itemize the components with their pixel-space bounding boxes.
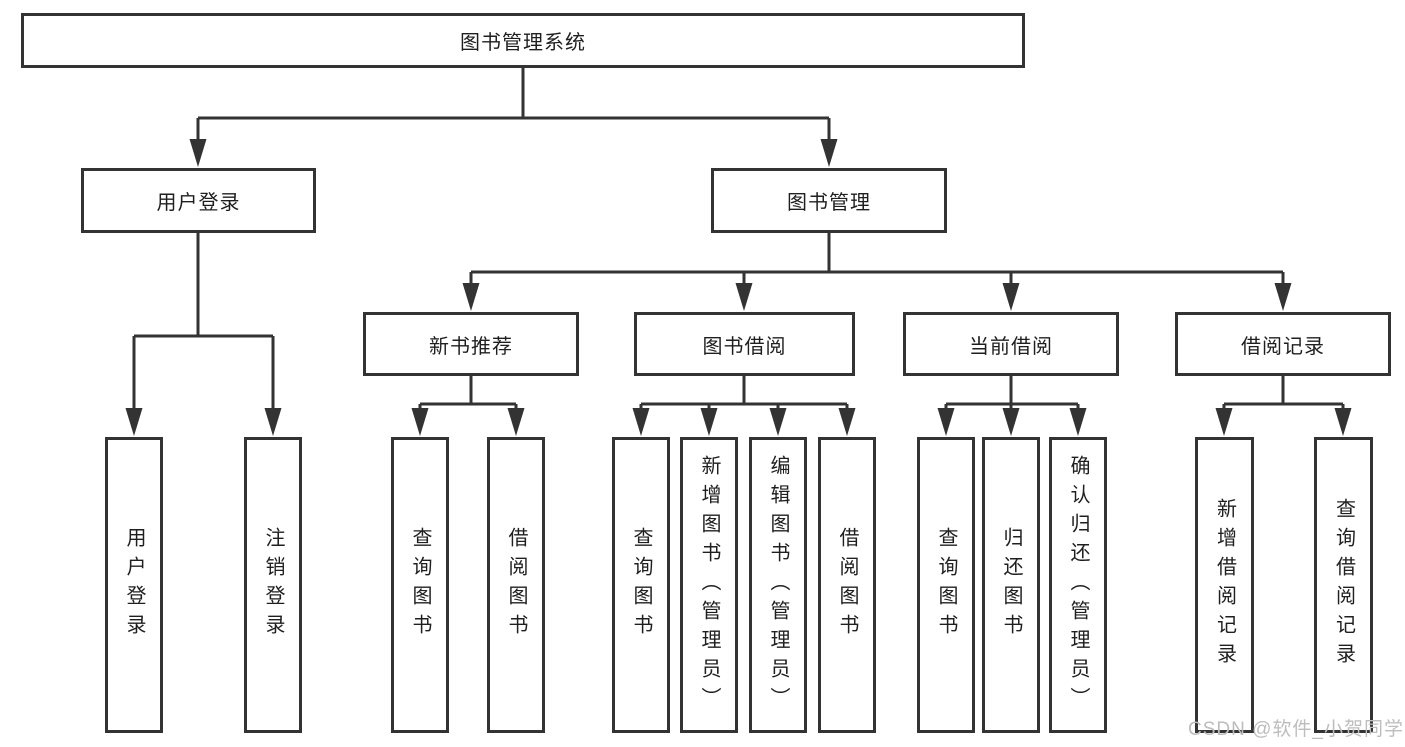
node-user-login: 用户登录 (81, 168, 316, 233)
arrowhead-icon (411, 408, 429, 436)
arrowhead-icon (1002, 283, 1020, 311)
leaf-return-books: 归还图书 (982, 437, 1040, 733)
arrowhead-icon (507, 408, 525, 436)
arrowhead-icon (769, 408, 787, 436)
node-current-borrowing: 当前借阅 (903, 312, 1119, 376)
leaf-confirm-return-admin: 确认归还（管理员） (1049, 437, 1107, 733)
arrowhead-icon (700, 408, 718, 436)
arrowhead-icon (189, 139, 207, 167)
leaf-edit-books-admin: 编辑图书（管理员） (749, 437, 807, 733)
node-book-borrowing: 图书借阅 (634, 312, 855, 376)
arrowhead-icon (1274, 283, 1292, 311)
node-book-management: 图书管理 (711, 168, 947, 233)
leaf-user-login: 用户登录 (105, 437, 163, 733)
arrowhead-icon (735, 283, 753, 311)
node-new-book-recommendation: 新书推荐 (363, 312, 579, 376)
arrowhead-icon (632, 408, 650, 436)
leaf-query-books-borrowing: 查询图书 (612, 437, 670, 733)
node-borrowing-records: 借阅记录 (1175, 312, 1391, 376)
arrowhead-icon (838, 408, 856, 436)
leaf-query-borrow-record: 查询借阅记录 (1314, 437, 1373, 733)
leaf-query-books-recommend: 查询图书 (391, 437, 449, 733)
leaf-borrow-books-recommend: 借阅图书 (487, 437, 545, 733)
arrowhead-icon (125, 408, 143, 436)
leaf-add-books-admin: 新增图书（管理员） (680, 437, 738, 733)
leaf-borrow-books: 借阅图书 (818, 437, 876, 733)
arrowhead-icon (1069, 408, 1087, 436)
csdn-watermark: CSDN @软件_小贺同学 (1188, 719, 1404, 740)
leaf-add-borrow-record: 新增借阅记录 (1195, 437, 1254, 733)
arrowhead-icon (462, 283, 480, 311)
leaf-query-books-current: 查询图书 (917, 437, 975, 733)
arrowhead-icon (1002, 408, 1020, 436)
arrowheads (125, 139, 1352, 436)
leaf-logout: 注销登录 (244, 437, 302, 733)
arrowhead-icon (820, 139, 838, 167)
arrowhead-icon (1334, 408, 1352, 436)
arrowhead-icon (937, 408, 955, 436)
arrowhead-icon (264, 408, 282, 436)
node-library-management-system: 图书管理系统 (21, 13, 1025, 68)
arrowhead-icon (1215, 408, 1233, 436)
